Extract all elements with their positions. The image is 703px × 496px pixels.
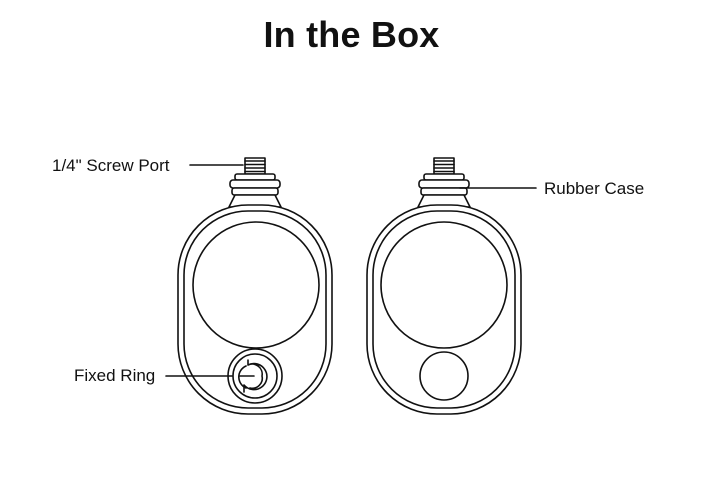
page-title: In the Box [263, 14, 440, 55]
lens [192, 221, 320, 349]
callout-rubber-case: Rubber Case [459, 179, 644, 198]
device-with-rubber-case [366, 157, 522, 415]
body-inner-shell-right [372, 210, 516, 409]
callout-screw-port: 1/4" Screw Port [52, 156, 244, 175]
screw-port [244, 157, 266, 175]
sensor-circle [419, 351, 469, 401]
body-outer-shell-right [366, 204, 522, 415]
body-inner-shell [183, 210, 327, 409]
fixed-ring-label: Fixed Ring [74, 366, 155, 385]
screw-port-label: 1/4" Screw Port [52, 156, 170, 175]
callout-fixed-ring: Fixed Ring [74, 366, 233, 385]
rubber-case-rings [418, 173, 470, 196]
body-outer-shell [177, 204, 333, 415]
screw-port-right [433, 157, 455, 175]
collar-rings [229, 173, 281, 196]
rubber-case-label: Rubber Case [544, 179, 644, 198]
device-with-fixed-ring [177, 157, 333, 415]
lens-right [380, 221, 508, 349]
